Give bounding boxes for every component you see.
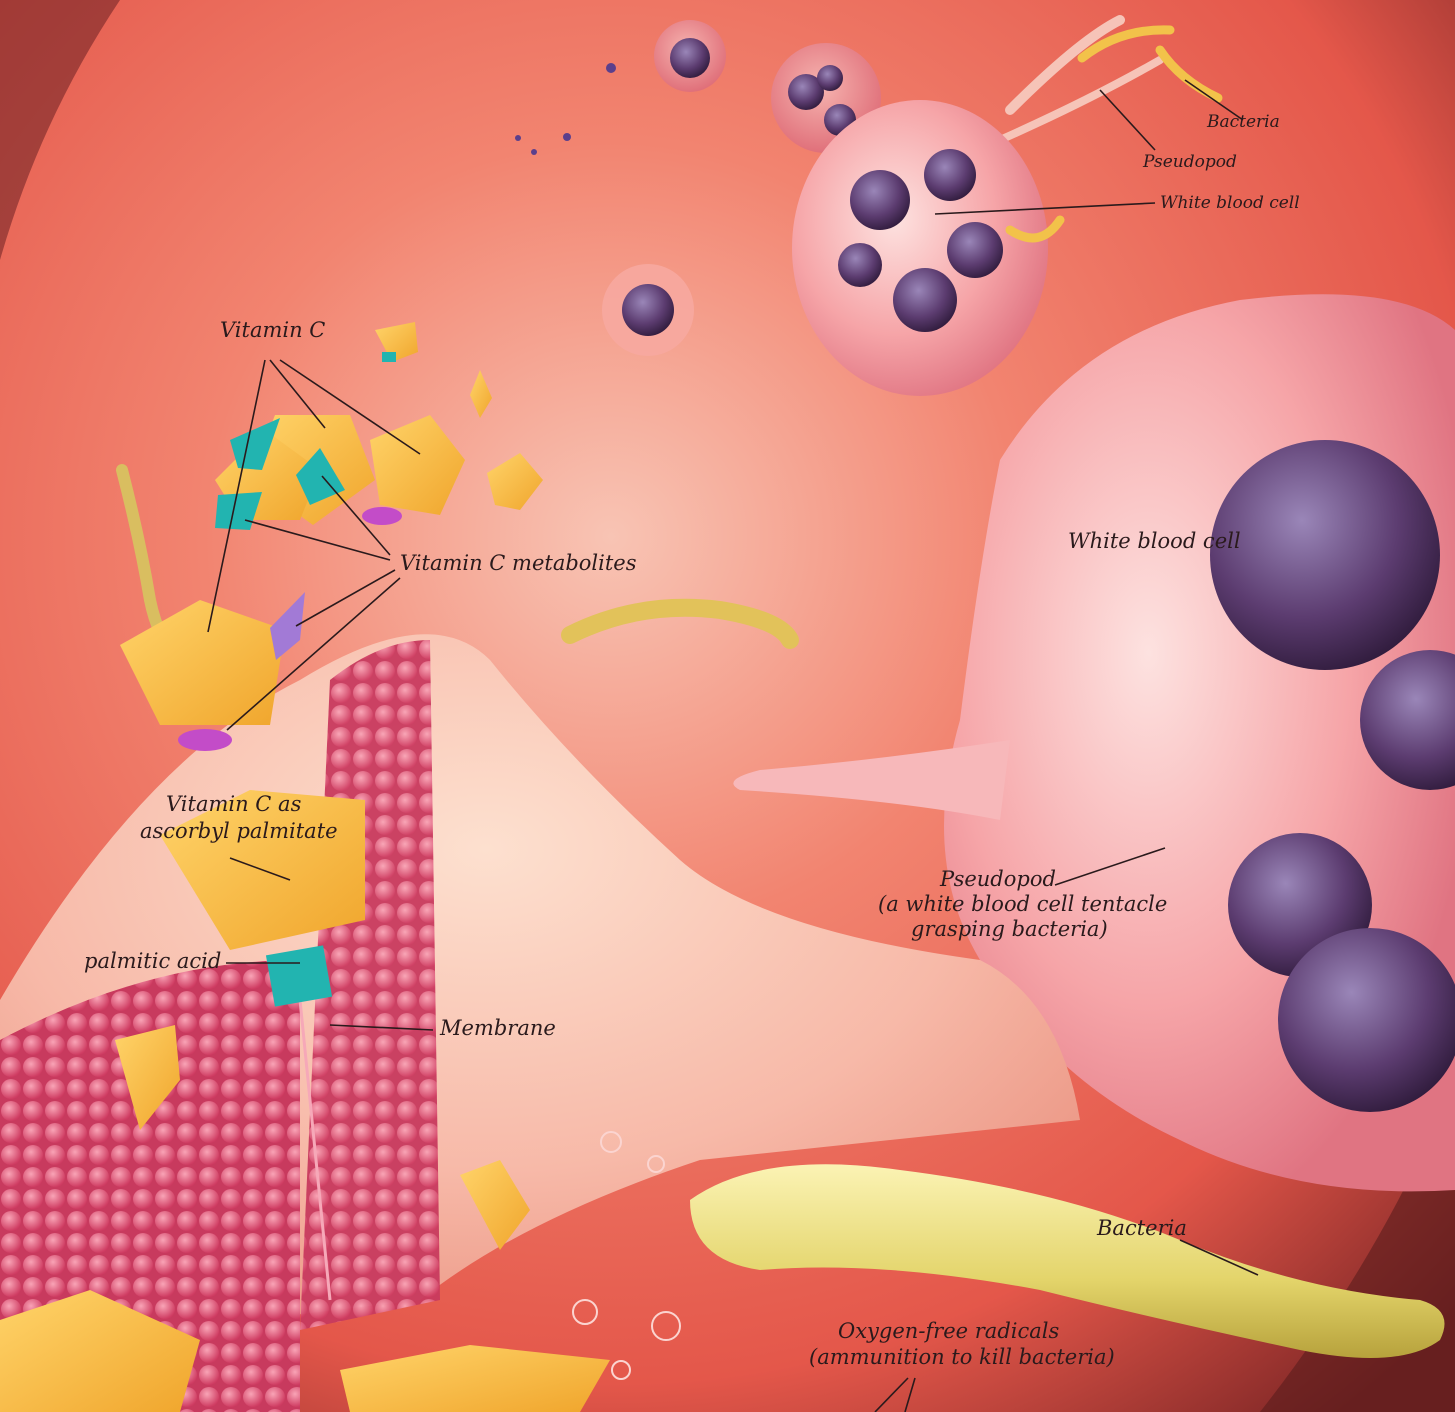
label-ascorbyl-palmitate: ascorbyl palmitate xyxy=(140,819,338,843)
label-white-blood-cell-large: White blood cell xyxy=(1068,529,1241,553)
label-bacteria-top: Bacteria xyxy=(1206,112,1280,132)
label-white-blood-cell-top: White blood cell xyxy=(1160,193,1300,213)
small-cell-1 xyxy=(654,20,726,92)
label-membrane: Membrane xyxy=(439,1016,556,1040)
label-pseudopod-top: Pseudopod xyxy=(1142,152,1237,172)
small-cell-3 xyxy=(602,264,694,356)
label-pseudopod-desc-1: (a white blood cell tentacle xyxy=(878,892,1167,916)
label-pseudopod-desc-2: grasping bacteria) xyxy=(911,917,1108,941)
label-vitamin-c-metabolites: Vitamin C metabolites xyxy=(400,551,637,575)
label-oxygen-radicals-desc: (ammunition to kill bacteria) xyxy=(809,1345,1115,1369)
label-oxygen-radicals: Oxygen-free radicals xyxy=(838,1319,1059,1343)
label-vitamin-c-as: Vitamin C as xyxy=(166,792,302,816)
label-pseudopod-large: Pseudopod xyxy=(939,867,1056,891)
label-palmitic-acid: palmitic acid xyxy=(84,949,221,973)
label-vitamin-c: Vitamin C xyxy=(220,318,325,342)
label-bacteria-bottom: Bacteria xyxy=(1096,1216,1187,1240)
